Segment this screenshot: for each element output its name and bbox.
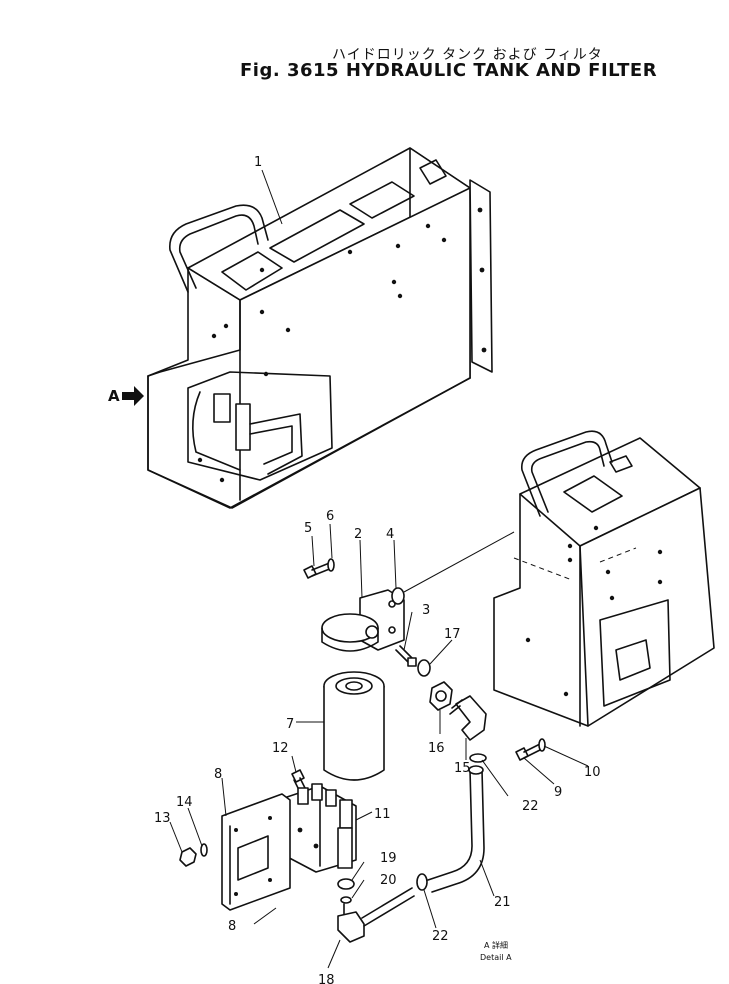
callout-22-right: 22 [522,799,539,814]
plug-3 [395,645,417,667]
fitting-19 [337,878,355,890]
bracket-8 [221,793,291,911]
callout-5: 5 [304,521,312,536]
callout-9: 9 [554,785,562,800]
washer-6 [327,558,335,572]
hydraulic-tank-detail [493,430,715,727]
o-ring-20 [340,896,352,904]
callout-22-bottom: 22 [432,929,449,944]
o-ring-17 [417,659,431,677]
callout-11: 11 [374,807,391,822]
callout-19: 19 [380,851,397,866]
callout-16: 16 [428,741,445,756]
nut-16 [429,681,453,711]
callout-4: 4 [386,527,394,542]
washer-10 [538,738,546,752]
connection-line [403,531,515,593]
callouts: 1 2 3 4 5 6 7 8 8 9 10 11 12 13 14 15 16… [154,155,601,984]
callout-8-upper: 8 [214,767,222,782]
callout-13: 13 [154,811,171,826]
callout-10: 10 [584,765,601,780]
hose-21 [427,765,485,893]
figure-title: Fig. 3615 HYDRAULIC TANK AND FILTER [240,60,658,81]
o-ring-4 [391,587,405,605]
hydraulic-tank-main [147,147,493,509]
svg-text:Detail A: Detail A [480,953,512,962]
elbow-18 [337,887,415,943]
title-japanese: ハイドロリック タンク および フィルタ [332,47,603,63]
clamp-22-bottom [416,873,428,891]
svg-text:A: A [108,387,120,405]
washer-14 [200,843,208,857]
detail-note: A 詳細 Detail A [480,940,512,962]
clamp-22-top [469,753,487,763]
nut-13 [179,847,197,867]
callout-14: 14 [176,795,193,810]
filter-element [323,671,385,781]
callout-12: 12 [272,741,289,756]
view-arrow-a: A [108,386,144,406]
callout-21: 21 [494,895,511,910]
elbow-15 [449,695,487,741]
svg-text:A 詳細: A 詳細 [484,940,508,950]
filter-head [321,589,405,652]
callout-6: 6 [326,509,334,524]
callout-3: 3 [422,603,430,618]
callout-1: 1 [254,155,262,170]
callout-7: 7 [286,717,294,732]
callout-18: 18 [318,973,335,984]
callout-8-lower: 8 [228,919,236,934]
leader-lines [169,169,589,969]
valve-block-11 [277,783,357,873]
callout-15: 15 [454,761,471,776]
bolt-9 [515,743,541,761]
callout-2: 2 [354,527,362,542]
callout-17: 17 [444,627,461,642]
bolt-5 [303,561,333,579]
callout-20: 20 [380,873,397,888]
